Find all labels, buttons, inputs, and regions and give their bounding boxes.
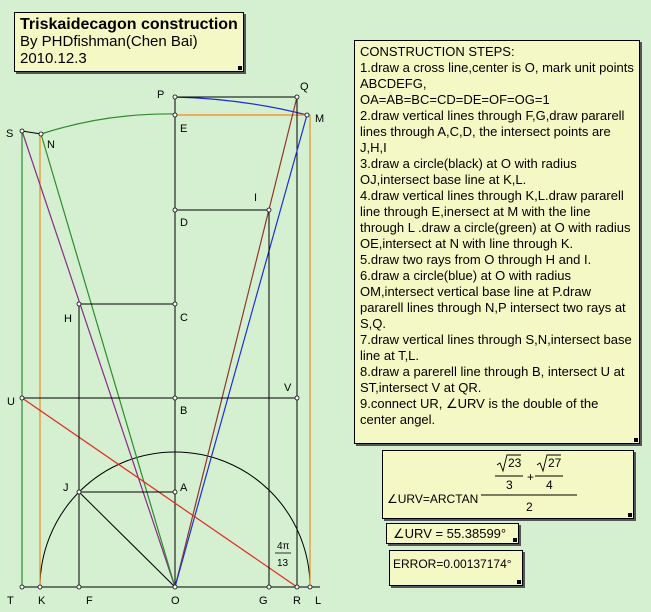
label-g: G: [259, 595, 268, 607]
point-h[interactable]: [76, 301, 82, 307]
label-s: S: [6, 128, 13, 140]
resize-handle[interactable]: [628, 513, 632, 517]
point-v[interactable]: [294, 395, 300, 401]
label-l: L: [315, 595, 321, 607]
resize-handle[interactable]: [634, 438, 638, 442]
line-sn: [21, 130, 42, 135]
title-box: Triskaidecagon construction By PHDfishma…: [14, 12, 244, 72]
label-d: D: [180, 217, 188, 229]
ray-o-q: [174, 96, 298, 588]
point-r[interactable]: [294, 584, 300, 590]
step-item: 6.draw a circle(blue) at O with radius O…: [360, 268, 626, 331]
formula-lhs: ∠URV=ARCTAN: [387, 492, 479, 506]
label-b: B: [180, 405, 187, 417]
point-s[interactable]: [19, 128, 25, 134]
label-h: H: [64, 313, 72, 325]
label-u: U: [7, 396, 15, 408]
point-o[interactable]: [172, 584, 178, 590]
label-a: A: [180, 482, 188, 494]
sqrt-23-sign: [496, 454, 521, 473]
point-q[interactable]: [294, 94, 300, 100]
point-l[interactable]: [307, 584, 313, 590]
ray-o-n: [40, 133, 176, 588]
label-v: V: [284, 382, 292, 394]
formula-box: ∠URV=ARCTAN 23 3 + 27 4 2: [382, 450, 634, 519]
label-q: Q: [300, 81, 309, 93]
point-n[interactable]: [38, 131, 44, 137]
point-f[interactable]: [76, 584, 82, 590]
steps-header: CONSTRUCTION STEPS:: [360, 44, 515, 59]
label-r: R: [293, 595, 301, 607]
point-k[interactable]: [37, 584, 43, 590]
point-m[interactable]: [304, 112, 310, 118]
label-k: K: [38, 595, 46, 607]
sqrt-27-sign: [536, 454, 561, 473]
points: [19, 94, 313, 590]
ray-o-s: [21, 130, 176, 588]
label-e: E: [180, 123, 187, 135]
point-a[interactable]: [172, 489, 178, 495]
point-p[interactable]: [172, 94, 178, 100]
step-item: 7.draw vertical lines through S,N,inters…: [360, 332, 632, 363]
angle-label-den: 13: [277, 558, 289, 569]
step-item: 1.draw a cross line,center is O, mark un…: [360, 60, 634, 91]
plus-sign: +: [527, 470, 534, 484]
step-item: 5.draw two rays from O through H and I.: [360, 252, 592, 267]
step-item: 9.connect UR, ∠URV is the double of the …: [360, 396, 599, 427]
green-circle-arc: [40, 113, 176, 135]
label-n: N: [47, 139, 55, 151]
step-item: OA=AB=BC=CD=DE=OF=OG=1: [360, 92, 550, 107]
point-g[interactable]: [266, 584, 272, 590]
step-item: 8.draw a parerell line through B, inters…: [360, 364, 625, 395]
diagram-title: Triskaidecagon construction: [20, 16, 238, 33]
formula-fraction: 23 3 + 27 4 2: [481, 454, 577, 514]
date: 2010.12.3: [20, 50, 87, 67]
outer-den: 2: [526, 500, 533, 514]
blue-circle-arc: [174, 96, 308, 116]
step-item: 2.draw vertical lines through F,G,draw p…: [360, 108, 625, 155]
term2-den: 4: [546, 478, 553, 492]
line-oj: [78, 491, 176, 588]
term1-den: 3: [506, 478, 513, 492]
resize-handle[interactable]: [513, 538, 517, 542]
construction-steps-box: CONSTRUCTION STEPS: 1.draw a cross line,…: [354, 40, 640, 444]
point-e[interactable]: [172, 112, 178, 118]
label-p: P: [157, 89, 164, 101]
step-item: 3.draw a circle(black) at O with radius …: [360, 156, 577, 187]
point-d[interactable]: [172, 207, 178, 213]
error-value: ERROR=0.00137174°: [393, 557, 512, 571]
label-o: O: [171, 595, 180, 607]
angle-result: ∠URV = 55.38599°: [393, 526, 507, 541]
point-c[interactable]: [172, 301, 178, 307]
point-u[interactable]: [19, 395, 25, 401]
label-t: T: [7, 595, 14, 607]
point-j[interactable]: [76, 489, 82, 495]
term2-num: 27: [548, 456, 562, 470]
error-box: ERROR=0.00137174°: [389, 550, 523, 586]
step-item: 4.draw vertical lines through K,L.draw p…: [360, 188, 631, 251]
resize-handle[interactable]: [238, 66, 242, 70]
label-j: J: [63, 482, 69, 494]
point-i[interactable]: [266, 207, 272, 213]
label-f: F: [86, 595, 93, 607]
author: By PHDfishman(Chen Bai): [20, 33, 198, 50]
label-i: I: [254, 192, 257, 204]
label-m: M: [315, 113, 324, 125]
resize-handle[interactable]: [517, 580, 521, 584]
angle-label-num: 4π: [277, 541, 290, 552]
result-box: ∠URV = 55.38599°: [386, 523, 519, 544]
label-c: C: [180, 312, 188, 324]
point-t[interactable]: [19, 584, 25, 590]
point-b[interactable]: [172, 395, 178, 401]
term1-num: 23: [508, 456, 522, 470]
ray-o-m: [174, 114, 308, 588]
